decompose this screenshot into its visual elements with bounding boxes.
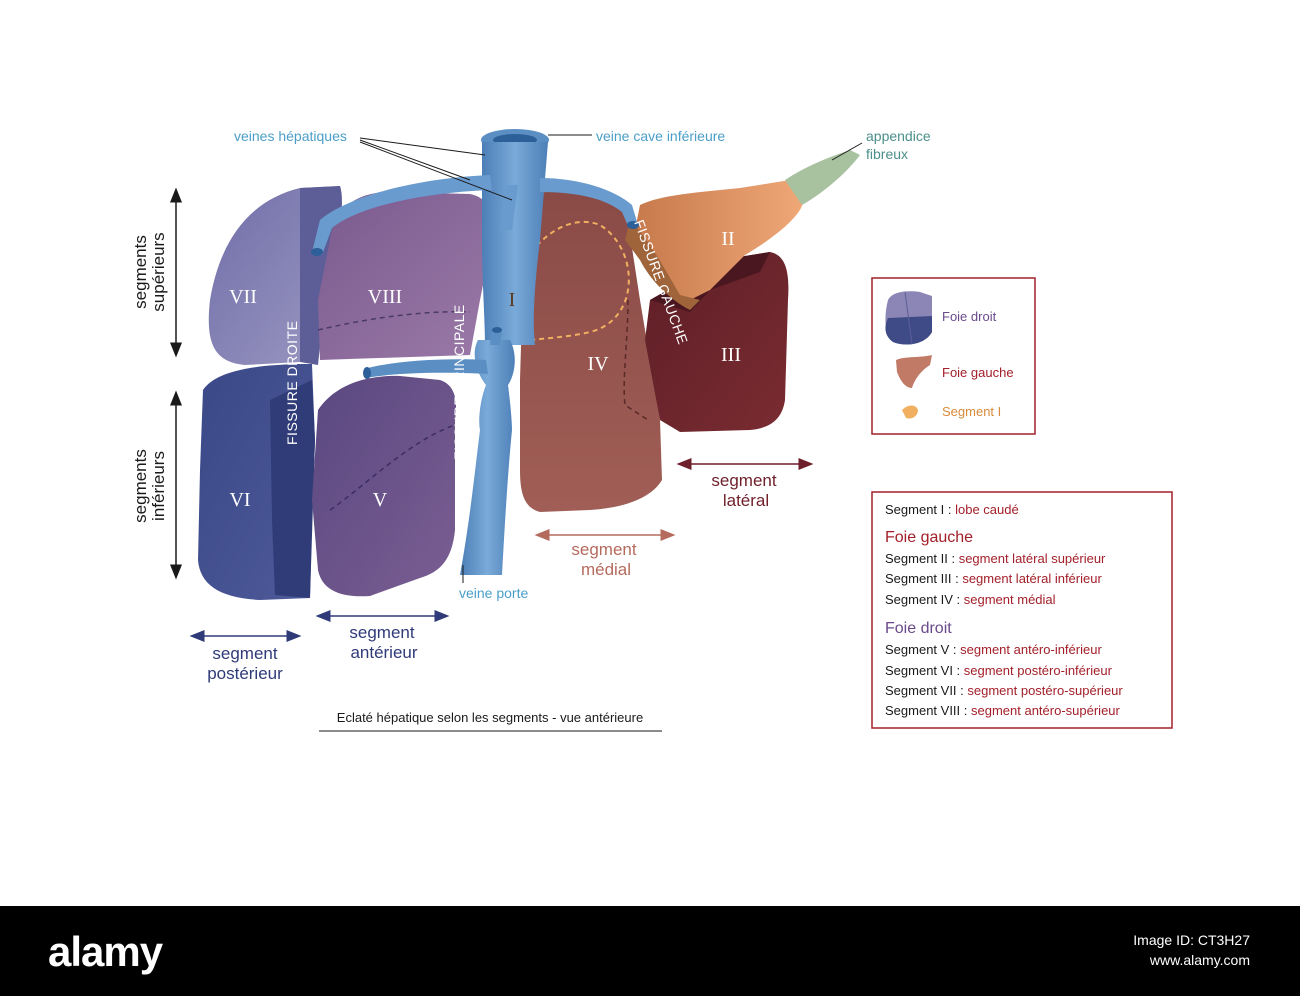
key-heading-foie-gauche: Foie gauche	[885, 529, 973, 546]
image-id: Image ID: CT3H27	[1133, 932, 1250, 948]
segment-ii-shape	[635, 180, 805, 300]
veine-cave-body	[482, 142, 548, 345]
label-segments-superieurs-2: supérieurs	[149, 232, 168, 311]
label-appendice-1: appendice	[866, 128, 931, 144]
key-line-6: Segment VI : segment postéro-inférieur	[885, 663, 1113, 678]
segment-vi-label: VI	[229, 489, 250, 511]
label-veine-cave: veine cave inférieure	[596, 128, 725, 144]
segment-iii-label: III	[721, 344, 741, 366]
segment-i-dash	[517, 220, 630, 343]
label-segment-lateral-2: latéral	[723, 491, 769, 510]
key-line-2: Segment II : segment latéral supérieur	[885, 551, 1106, 566]
leader-veines-2	[359, 139, 471, 181]
label-segment-lateral-1: segment	[711, 471, 776, 490]
site-url[interactable]: www.alamy.com	[1149, 952, 1250, 968]
segment-vii-label: VII	[229, 286, 257, 308]
label-segment-medial-2: médial	[581, 560, 631, 579]
segment-iv-label: IV	[587, 353, 609, 375]
legend-foie-droit-label: Foie droit	[942, 309, 997, 324]
veine-hepatique-droite	[312, 175, 492, 255]
legend-foie-gauche-label: Foie gauche	[942, 365, 1014, 380]
segment-ii-shadow	[625, 220, 700, 310]
veine-hepatique-mediane	[500, 185, 518, 230]
key-line-3: Segment III : segment latéral inférieur	[885, 571, 1102, 586]
label-appendice-2: fibreux	[866, 146, 908, 162]
segment-v-label: V	[373, 489, 388, 511]
segment-viii-label: VIII	[368, 286, 402, 308]
segment-key-box: Segment I : lobe caudé Foie gauche Segme…	[871, 491, 1173, 729]
segment-v-shape	[312, 375, 457, 597]
key-line-4: Segment IV : segment médial	[885, 592, 1056, 607]
segment-iv-shape	[520, 190, 662, 512]
alamy-logo[interactable]: alamy	[48, 928, 163, 975]
fissure-principale-label: FISSURE PRINCIPALE	[451, 304, 467, 460]
segment-v-dash	[329, 424, 456, 511]
leader-appendice	[831, 142, 863, 161]
footer-image-info: Image ID: CT3H27 www.alamy.com	[1133, 930, 1250, 970]
veine-hepatique-droite-end	[311, 248, 323, 256]
veine-hepatique-gauche	[540, 178, 638, 226]
appendice-fibreux-shape	[785, 150, 860, 205]
veine-porte-body	[460, 340, 515, 575]
segment-vii-side	[300, 186, 342, 365]
label-segment-medial-1: segment	[571, 540, 636, 559]
key-line-8: Segment VIII : segment antéro-supérieur	[885, 703, 1121, 718]
segment-ii-label: II	[721, 228, 734, 250]
caption: Eclaté hépatique selon les segments - vu…	[337, 710, 643, 725]
legend-segment-i-label: Segment I	[942, 404, 1001, 419]
key-line-5: Segment V : segment antéro-inférieur	[885, 642, 1102, 657]
fissure-droite-label: FISSURE DROITE	[284, 321, 300, 445]
label-segment-posterieur-1: segment	[212, 644, 277, 663]
segment-vi-side	[270, 380, 315, 598]
label-segment-posterieur-2: postérieur	[207, 664, 283, 683]
veine-porte-branch-right-end	[363, 367, 371, 379]
veine-hepatique-gauche-end	[627, 221, 639, 229]
segment-viii-dash	[317, 310, 471, 331]
veine-porte-branch-right	[366, 359, 488, 378]
leader-veines-3	[359, 141, 513, 201]
veine-porte-branch-up	[490, 330, 502, 345]
legend-segment-i-icon	[902, 405, 918, 419]
key-heading-foie-droit: Foie droit	[885, 620, 952, 637]
label-veine-porte: veine porte	[459, 585, 528, 601]
leader-veines-1	[359, 137, 486, 156]
label-segments-inferieurs-1: segments	[131, 449, 150, 523]
segment-iv-dash	[623, 299, 649, 421]
legend-box: Foie droit Foie gauche Segment I	[871, 277, 1036, 435]
key-line-1: Segment I : lobe caudé	[885, 502, 1019, 517]
segment-i-label: I	[509, 289, 516, 311]
label-segments-inferieurs-2: inférieurs	[149, 451, 168, 521]
legend-foie-gauche-icon	[896, 355, 932, 388]
label-veines-hepatiques: veines hépatiques	[234, 128, 347, 144]
label-segment-anterieur-2: antérieur	[350, 643, 417, 662]
key-line-7: Segment VII : segment postéro-supérieur	[885, 683, 1123, 698]
footer-bar: alamy Image ID: CT3H27 www.alamy.com	[0, 906, 1300, 996]
label-segment-anterieur-1: segment	[349, 623, 414, 642]
label-segments-superieurs-1: segments	[131, 235, 150, 309]
veine-porte-branch-up-end	[492, 327, 502, 333]
segment-viii-shape	[318, 192, 493, 360]
